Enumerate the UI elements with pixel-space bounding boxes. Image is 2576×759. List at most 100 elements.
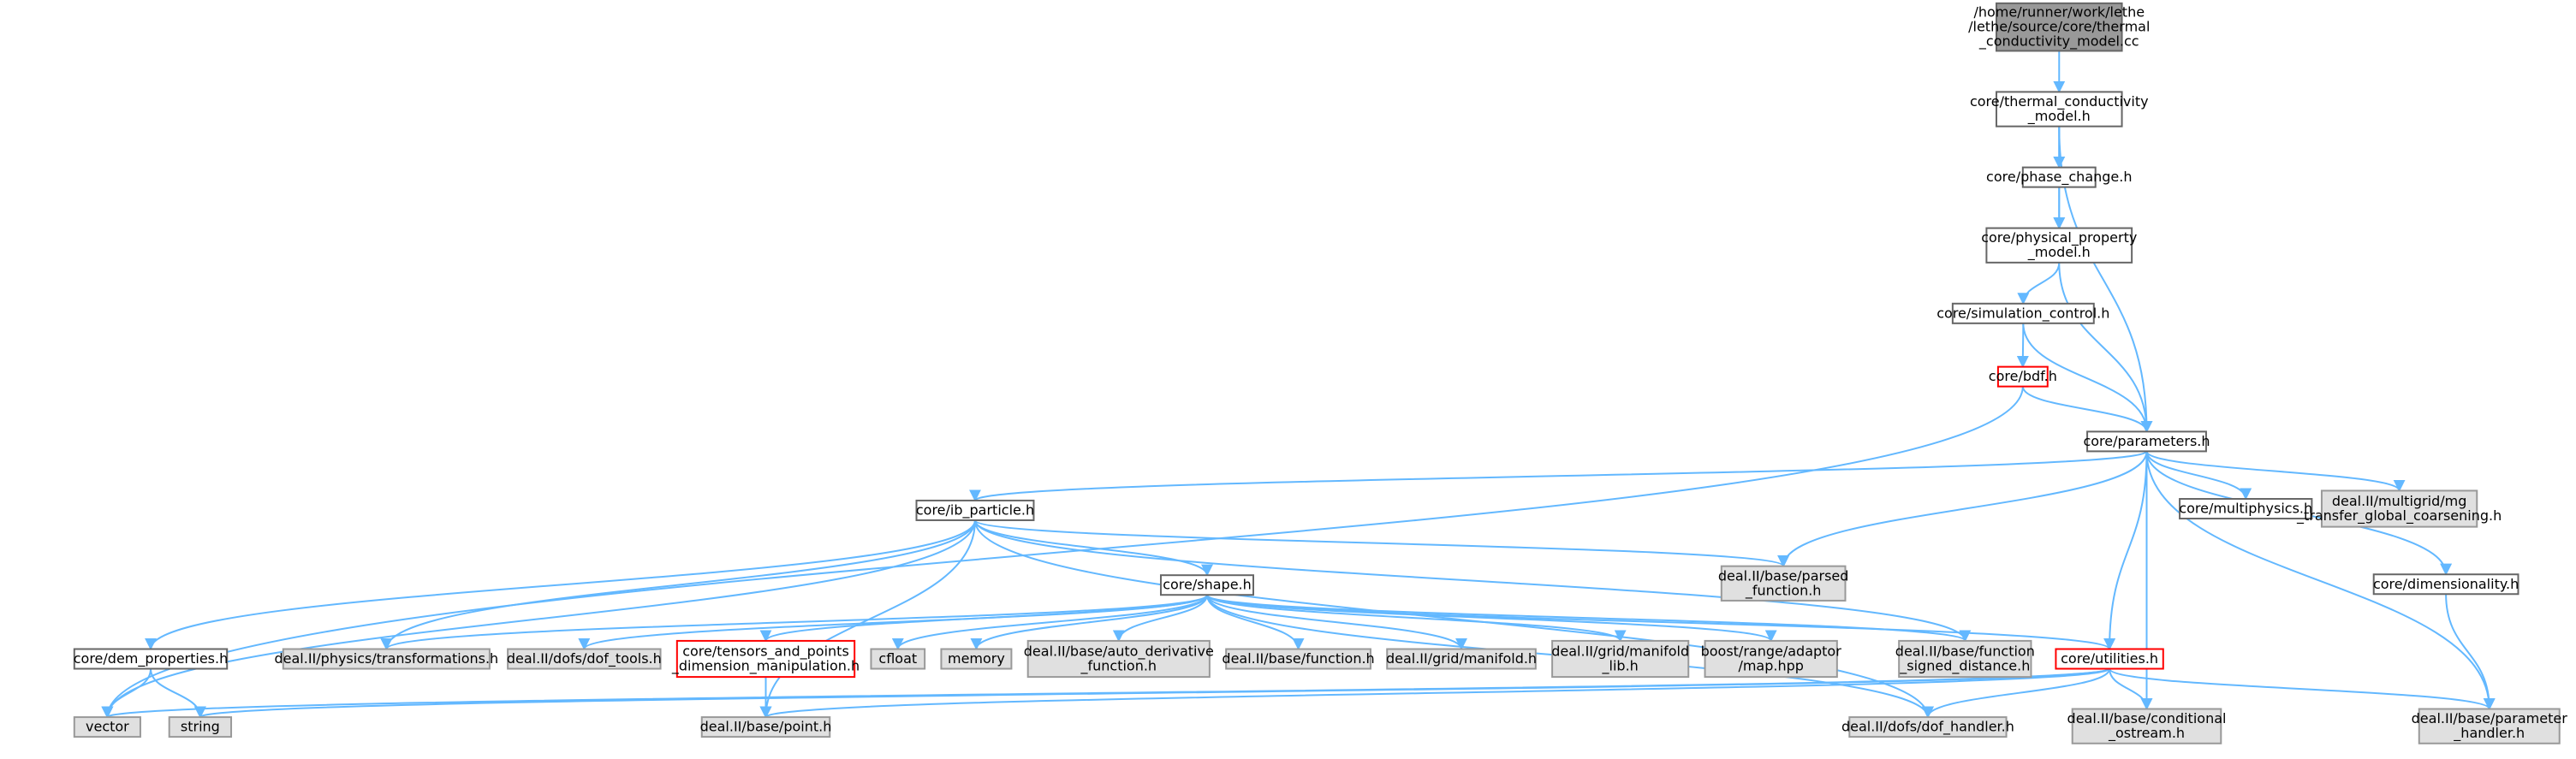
edge-shape-to-funcsigned xyxy=(1205,594,1971,643)
node-manifold[interactable]: deal.II/grid/manifold.h xyxy=(1386,648,1537,670)
node-label: core/dem_properties.h xyxy=(74,650,229,667)
node-dofhandler[interactable]: deal.II/dofs/dof_handler.h xyxy=(1841,716,2014,738)
edge-ibp-to-dofhandler xyxy=(973,519,1934,719)
node-box xyxy=(1225,648,1371,670)
node-label: memory xyxy=(948,650,1005,667)
node-label: /home/runner/work/lethe/lethe/source/cor… xyxy=(1968,4,2150,50)
node-function[interactable]: deal.II/base/function.h xyxy=(1222,648,1375,670)
node-box xyxy=(1951,302,2095,324)
node-manifoldlib[interactable]: deal.II/grid/manifold_lib.h xyxy=(1551,639,1690,679)
node-box xyxy=(1720,565,1847,602)
node-dimens[interactable]: core/dimensionality.h xyxy=(2372,573,2519,596)
node-condostream[interactable]: deal.II/base/conditional_ostream.h xyxy=(2067,708,2227,744)
node-transf[interactable]: deal.II/physics/transformations.h xyxy=(275,648,499,670)
node-utilities[interactable]: core/utilities.h xyxy=(2055,648,2164,670)
node-point[interactable]: deal.II/base/point.h xyxy=(700,716,832,738)
node-box xyxy=(675,639,856,679)
node-parsed[interactable]: deal.II/base/parsed_function.h xyxy=(1718,565,1849,602)
node-root[interactable]: /home/runner/work/lethe/lethe/source/cor… xyxy=(1968,2,2150,52)
node-label: deal.II/multigrid/mg_transfer_global_coa… xyxy=(2296,493,2502,525)
node-box xyxy=(1704,639,1838,679)
edge-utilities-to-point xyxy=(760,667,2111,719)
node-bdf[interactable]: core/bdf.h xyxy=(1989,365,2057,388)
node-label: core/utilities.h xyxy=(2061,650,2158,667)
node-box xyxy=(1386,648,1537,670)
node-tensors[interactable]: core/tensors_and_points_dimension_manipu… xyxy=(671,639,860,679)
edge-simctl-to-params xyxy=(2022,323,2153,433)
node-label: core/shape.h xyxy=(1163,577,1252,593)
node-label: core/phase_change.h xyxy=(1986,169,2132,186)
node-label: deal.II/grid/manifold_lib.h xyxy=(1551,643,1689,675)
node-label: string xyxy=(181,719,220,735)
edge-dem-to-vector xyxy=(101,668,152,719)
node-box xyxy=(1551,639,1690,679)
edge-physprop-to-simctl xyxy=(2017,262,2061,305)
edge-dimens-to-paramhandler xyxy=(2445,594,2496,710)
node-label: core/multiphysics.h xyxy=(2179,501,2312,517)
node-multiphysics[interactable]: core/multiphysics.h xyxy=(2179,498,2313,520)
node-label: cfloat xyxy=(878,650,917,667)
node-label: deal.II/base/parsed_function.h xyxy=(1718,567,1849,599)
edge-ibp-to-parsed xyxy=(973,519,1789,568)
node-box xyxy=(1898,639,2032,679)
node-box xyxy=(2372,573,2519,596)
node-label: boost/range/adaptor/map.hpp xyxy=(1701,643,1842,674)
node-label: core/ib_particle.h xyxy=(916,501,1034,519)
edge-shape-to-tensors xyxy=(759,594,1208,643)
node-string[interactable]: string xyxy=(168,716,233,738)
node-box xyxy=(870,648,926,670)
node-label: core/tensors_and_points_dimension_manipu… xyxy=(671,643,860,675)
node-box xyxy=(1026,639,1211,679)
node-simctl[interactable]: core/simulation_control.h xyxy=(1936,302,2109,324)
node-label: deal.II/base/point.h xyxy=(700,719,832,735)
node-shape[interactable]: core/shape.h xyxy=(1159,574,1254,596)
node-doftools[interactable]: deal.II/dofs/dof_tools.h xyxy=(507,648,662,670)
edge-shape-to-transf xyxy=(380,594,1208,650)
node-box xyxy=(73,716,141,738)
node-box xyxy=(2071,708,2222,744)
node-autoderiv[interactable]: deal.II/base/auto_derivative_function.h xyxy=(1024,639,1214,679)
node-funcsigned[interactable]: deal.II/base/function_signed_distance.h xyxy=(1895,639,2035,679)
node-layer: /home/runner/work/lethe/lethe/source/cor… xyxy=(73,2,2568,744)
node-ibp[interactable]: core/ib_particle.h xyxy=(915,499,1035,521)
node-dem[interactable]: core/dem_properties.h xyxy=(73,648,229,670)
node-physprop[interactable]: core/physical_property_model.h xyxy=(1981,227,2137,264)
node-box xyxy=(507,648,662,670)
edge-ibp-to-funcsigned xyxy=(973,519,1972,643)
edge-ibp-to-transf xyxy=(380,519,976,650)
edge-shape-to-manifoldlib xyxy=(1205,594,1627,643)
node-box xyxy=(73,648,229,670)
edge-shape-to-manifold xyxy=(1205,594,1467,650)
node-label: deal.II/dofs/dof_handler.h xyxy=(1841,719,2014,736)
node-vector[interactable]: vector xyxy=(73,716,141,738)
node-box xyxy=(2086,430,2207,453)
node-label: deal.II/base/parameter_handler.h xyxy=(2412,710,2568,742)
node-label: deal.II/grid/manifold.h xyxy=(1386,650,1537,667)
node-box xyxy=(1996,365,2049,388)
edge-params-to-mg xyxy=(2145,450,2406,492)
node-paramhandler[interactable]: deal.II/base/parameter_handler.h xyxy=(2412,708,2568,744)
edge-shape-to-memory xyxy=(970,594,1208,650)
node-mg[interactable]: deal.II/multigrid/mg_transfer_global_coa… xyxy=(2296,489,2502,528)
node-label: core/thermal_conductivity_model.h xyxy=(1970,93,2149,125)
node-boostmap[interactable]: boost/range/adaptor/map.hpp xyxy=(1701,639,1842,679)
node-box xyxy=(1995,91,2123,127)
node-thermal[interactable]: core/thermal_conductivity_model.h xyxy=(1970,91,2149,127)
node-label: deal.II/physics/transformations.h xyxy=(275,650,499,667)
node-box xyxy=(2021,166,2097,188)
node-label: core/physical_property_model.h xyxy=(1981,229,2137,261)
node-label: deal.II/base/function.h xyxy=(1222,650,1374,667)
node-cfloat[interactable]: cfloat xyxy=(870,648,926,670)
node-box xyxy=(1995,2,2123,52)
edge-bdf-to-params xyxy=(2021,386,2153,433)
edge-params-to-parsed xyxy=(1777,451,2148,568)
edge-params-to-multiphysics xyxy=(2145,451,2252,501)
node-box xyxy=(2418,708,2561,744)
edge-utilities-to-paramhandler xyxy=(2109,667,2496,710)
node-label: core/bdf.h xyxy=(1989,368,2057,384)
edge-params-to-paramhandler xyxy=(2145,451,2496,710)
node-params[interactable]: core/parameters.h xyxy=(2083,430,2210,453)
edge-params-to-ibp xyxy=(969,450,2148,502)
node-phase[interactable]: core/phase_change.h xyxy=(1986,166,2132,188)
node-memory[interactable]: memory xyxy=(940,648,1013,670)
